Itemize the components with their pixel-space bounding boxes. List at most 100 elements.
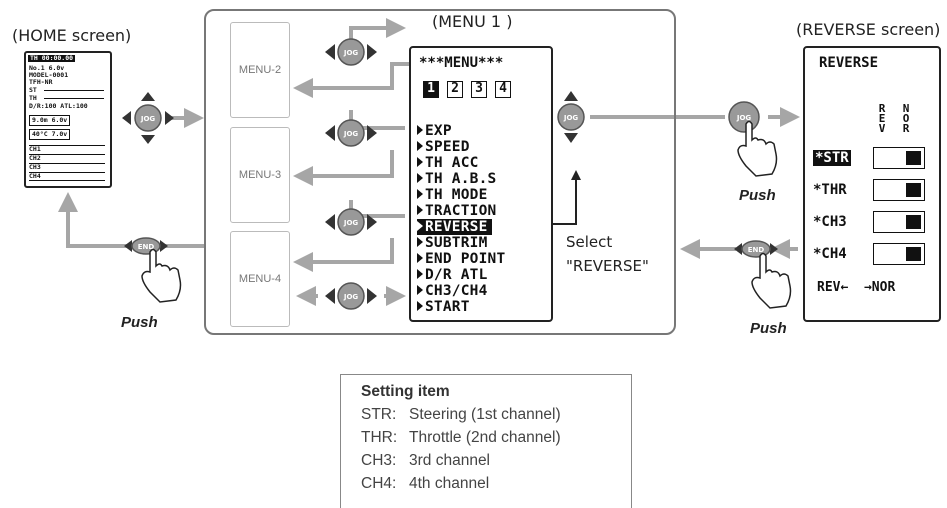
pointer-triangle-icon (417, 285, 423, 295)
home-battery-2: 40°C 7.0v (29, 129, 70, 140)
pointer-triangle-icon (417, 301, 423, 311)
menu-item-label: TRACTION (425, 203, 496, 219)
menu-item-label: D/R ATL (425, 267, 488, 283)
legend-desc: 4th channel (409, 475, 489, 492)
home-st-trim: ST (29, 87, 37, 94)
menu-item-traction[interactable]: TRACTION (417, 203, 496, 219)
menu-item-speed[interactable]: SPEED (417, 139, 470, 155)
submenu-menu2[interactable]: MENU-2 (230, 22, 290, 118)
home-st-bar (44, 90, 104, 91)
menu-item-end-point[interactable]: END POINT (417, 251, 505, 267)
menu-item-dr-atl[interactable]: D/R ATL (417, 267, 488, 283)
reverse-switch-ch3[interactable] (873, 211, 925, 233)
submenu-menu4[interactable]: MENU-4 (230, 231, 290, 327)
menu-item-subtrim[interactable]: SUBTRIM (417, 235, 488, 251)
menu-item-label: START (425, 299, 470, 315)
menu-item-th-abs[interactable]: TH A.B.S (417, 171, 496, 187)
pointer-triangle-icon (417, 237, 423, 247)
menu-item-th-acc[interactable]: TH ACC (417, 155, 479, 171)
home-screen: TH 00:00.00 No.1 6.0v MODEL-0001 TFH-NR … (24, 51, 112, 188)
menu-item-label: REVERSE (425, 219, 488, 235)
legend-desc: 3rd channel (409, 452, 490, 469)
menu-item-label: CH3/CH4 (425, 283, 488, 299)
menu-page-4[interactable]: 4 (495, 81, 511, 98)
menu1-screen: ***MENU*** 1 2 3 4 EXP SPEED TH ACC TH A… (409, 46, 553, 322)
menu-item-label: END POINT (425, 251, 505, 267)
jog-label: JOG (140, 115, 156, 123)
home-screen-caption: (HOME screen) (12, 26, 131, 45)
menu-item-label: TH MODE (425, 187, 488, 203)
reverse-switch-ch4[interactable] (873, 243, 925, 265)
channel-label-str: *STR (813, 150, 851, 166)
legend-desc: Throttle (2nd channel) (409, 429, 561, 446)
switch-knob (906, 183, 921, 197)
home-ch4: CH4 (29, 172, 105, 181)
submenu-menu3[interactable]: MENU-3 (230, 127, 290, 223)
setting-item-legend: Setting item STR:Steering (1st channel) … (340, 374, 632, 508)
switch-knob (906, 215, 921, 229)
menu-page-3[interactable]: 3 (471, 81, 487, 98)
home-trim-mode: TFH-NR (29, 79, 52, 86)
menu-item-label: SUBTRIM (425, 235, 488, 251)
channel-label-ch4: *CH4 (813, 246, 847, 262)
menu-item-reverse[interactable]: REVERSE (417, 219, 492, 235)
reverse-switch-thr[interactable] (873, 179, 925, 201)
end-label: END (138, 243, 155, 251)
menu-item-th-mode[interactable]: TH MODE (417, 187, 488, 203)
menu1-header: ***MENU*** (419, 55, 503, 71)
jog-label: JOG (736, 114, 752, 122)
legend-key: CH3: (361, 452, 409, 470)
legend-row-thr: THR:Throttle (2nd channel) (361, 429, 561, 447)
reverse-screen-caption: (REVERSE screen) (796, 20, 940, 39)
reverse-footer: REV← →NOR (817, 280, 895, 295)
legend-title: Setting item (361, 383, 450, 401)
pointer-triangle-icon (417, 253, 423, 263)
menu-item-label: TH A.B.S (425, 171, 496, 187)
home-ch2: CH2 (29, 154, 105, 162)
pointer-triangle-icon (417, 141, 423, 151)
reverse-screen: REVERSE REV NOR *STR *THR *CH3 *CH4 REV←… (803, 46, 941, 322)
switch-knob (906, 247, 921, 261)
menu-item-label: EXP (425, 123, 452, 139)
menu-page-2[interactable]: 2 (447, 81, 463, 98)
menu-item-label: TH ACC (425, 155, 479, 171)
hand-icon-reverse (752, 254, 791, 309)
legend-row-str: STR:Steering (1st channel) (361, 406, 561, 424)
arrow-back-to-home (68, 196, 205, 246)
reverse-switch-str[interactable] (873, 147, 925, 169)
legend-row-ch4: CH4:4th channel (361, 475, 489, 493)
home-th-trim: TH (29, 95, 37, 102)
pointer-triangle-icon (417, 269, 423, 279)
channel-label-ch3: *CH3 (813, 214, 847, 230)
menu-item-label: SPEED (425, 139, 470, 155)
legend-desc: Steering (1st channel) (409, 406, 561, 423)
reverse-title: REVERSE (819, 55, 878, 71)
menu-item-start[interactable]: START (417, 299, 470, 315)
hand-icon-home (142, 250, 181, 303)
push-label-end: Push (750, 320, 787, 337)
col-rev-label: REV (877, 104, 887, 134)
home-th-bar (44, 98, 104, 99)
home-ch3: CH3 (29, 163, 105, 171)
pointer-triangle-icon (417, 221, 423, 231)
pointer-triangle-icon (417, 173, 423, 183)
pointer-triangle-icon (417, 189, 423, 199)
legend-key: CH4: (361, 475, 409, 493)
pointer-triangle-icon (417, 157, 423, 167)
legend-row-ch3: CH3:3rd channel (361, 452, 490, 470)
menu-item-exp[interactable]: EXP (417, 123, 452, 139)
switch-knob (906, 151, 921, 165)
home-timer: TH 00:00.00 (28, 55, 75, 62)
menu-item-ch3-ch4[interactable]: CH3/CH4 (417, 283, 488, 299)
end-label: END (748, 246, 765, 254)
push-label-home: Push (121, 314, 158, 331)
legend-key: THR: (361, 429, 409, 447)
legend-key: STR: (361, 406, 409, 424)
menu-page-1[interactable]: 1 (423, 81, 439, 98)
home-ch1: CH1 (29, 145, 105, 153)
channel-label-thr: *THR (813, 182, 847, 198)
pointer-triangle-icon (417, 125, 423, 135)
col-nor-label: NOR (901, 104, 911, 134)
pointer-triangle-icon (417, 205, 423, 215)
home-battery-1: 9.0m 6.0v (29, 115, 70, 126)
